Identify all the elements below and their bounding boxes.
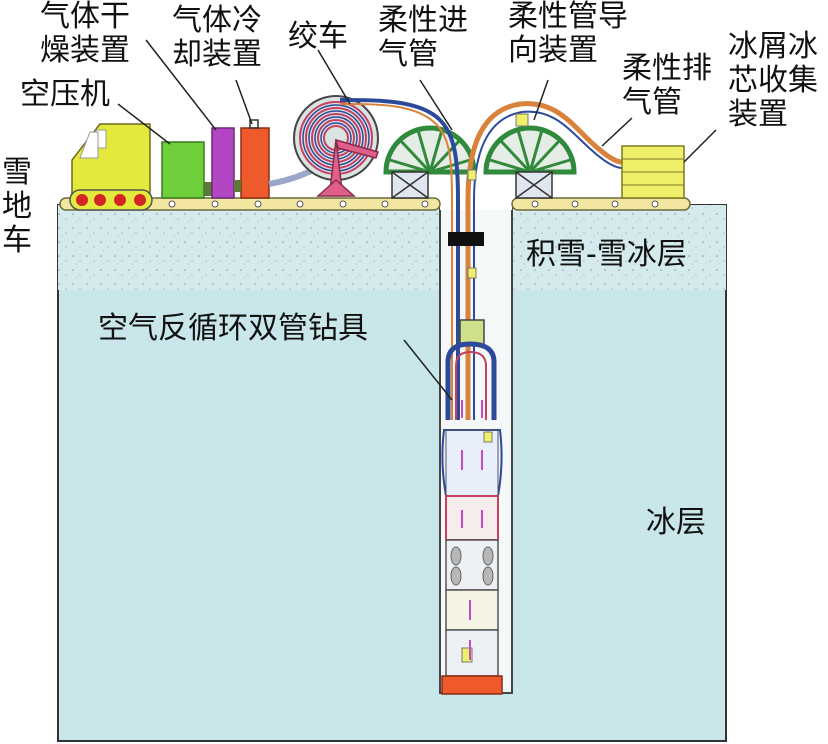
label-winch: 绞车 (288, 19, 348, 54)
flexible-inlet-pipe (339, 98, 460, 420)
label-air-compressor: 空压机 (20, 77, 110, 112)
label-flexible-inlet-pipe: 柔性进 气管 (378, 3, 468, 72)
snow-vehicle (69, 123, 153, 211)
air-compressor (161, 141, 205, 199)
equipment-connector (234, 180, 241, 192)
label-snow-vehicle: 雪 地 车 (2, 155, 32, 258)
label-gas-cooler: 气体冷 却装置 (172, 3, 262, 72)
borehole-top-gap (440, 196, 512, 210)
pipe-marker-2 (467, 267, 477, 279)
leader-lines (117, 39, 717, 401)
flexible-inlet-pipe-sheath (339, 103, 453, 420)
wellhead-clamp (448, 232, 484, 246)
label-ice-layer: 冰层 (646, 505, 706, 540)
gas-cooler (240, 127, 270, 199)
label-flexible-pipe-guide: 柔性管导 向装置 (508, 0, 628, 68)
left-guide-wheel (383, 125, 477, 199)
ice-chip-core-collector (621, 145, 685, 199)
snow-texture (58, 205, 726, 290)
gas-dryer (211, 127, 235, 199)
dual-pipe-drill (441, 319, 503, 695)
cooler-cap (249, 119, 259, 129)
label-gas-dryer: 气体干 燥装置 (40, 0, 130, 68)
label-dual-pipe-drill: 空气反循环双管钻具 (98, 311, 368, 346)
flexible-exhaust-pipe (465, 101, 623, 420)
label-flexible-exhaust-pipe: 柔性排 气管 (622, 51, 712, 120)
pipe-marker-1 (467, 169, 477, 181)
surface-platform (59, 197, 691, 211)
label-snow-firn-layer: 积雪-雪冰层 (526, 237, 687, 272)
flexible-exhaust-pipe-inner (473, 110, 623, 420)
ice-layer-region (57, 204, 727, 742)
compressor-base (204, 182, 212, 196)
label-ice-chip-core-collector: 冰屑冰 芯收集 装置 (728, 29, 818, 132)
winch (293, 95, 379, 197)
exhaust-pipe-marker (515, 113, 529, 127)
right-guide-wheel (483, 125, 577, 199)
